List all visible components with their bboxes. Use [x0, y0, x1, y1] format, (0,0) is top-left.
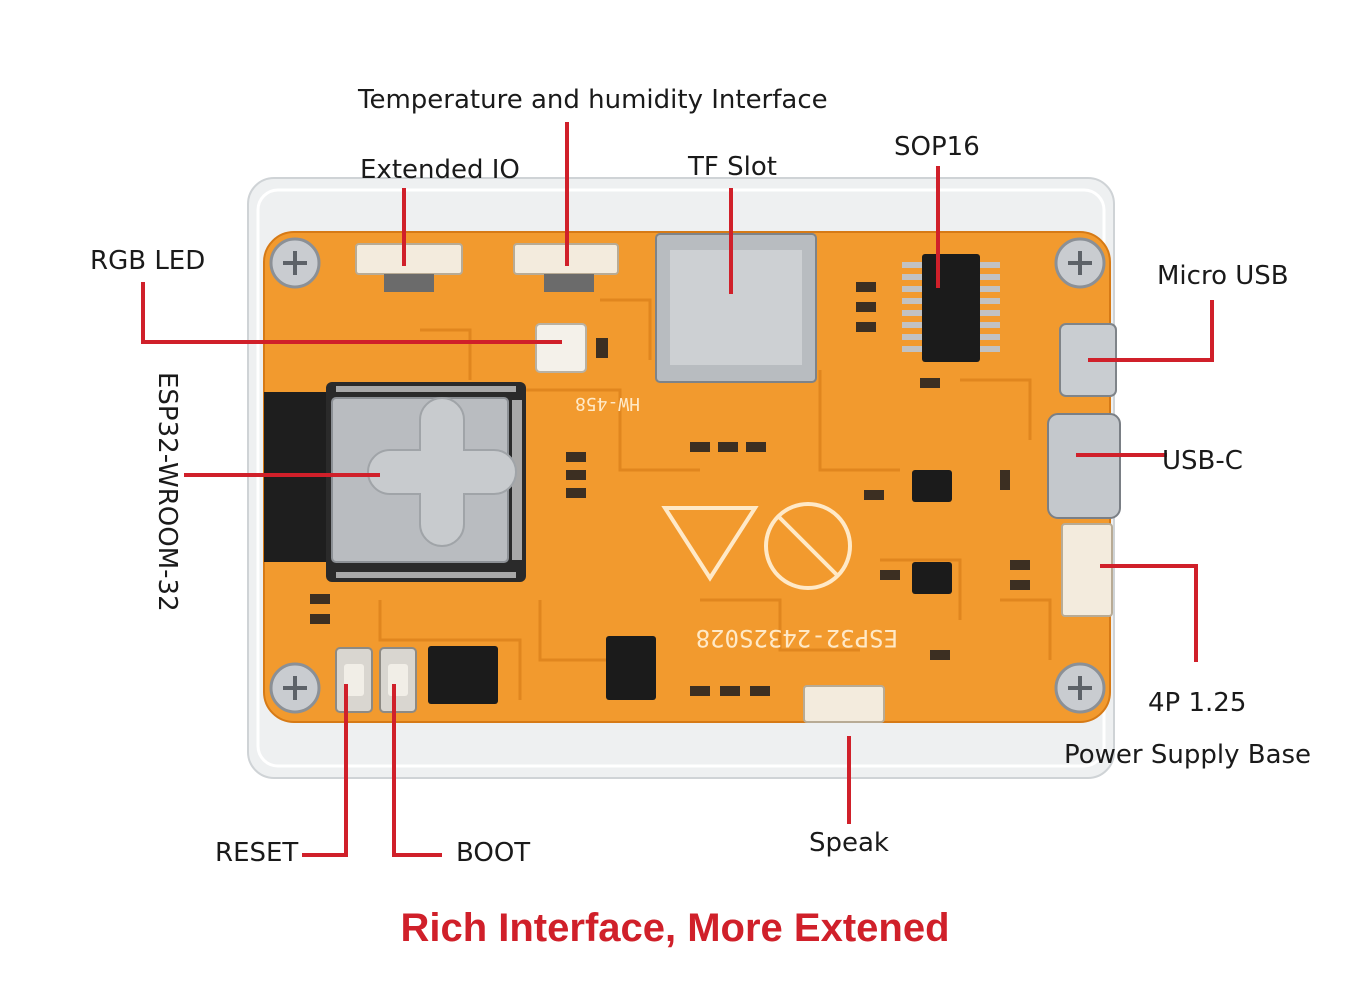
leader-reset [302, 684, 348, 857]
label-boot: BOOT [456, 838, 531, 868]
label-rgb-led: RGB LED [90, 246, 206, 276]
label-tf-slot: TF Slot [688, 152, 777, 182]
label-usb-c: USB-C [1162, 446, 1243, 476]
boot-button-component [379, 647, 417, 713]
chip-bottom-left [428, 646, 498, 704]
label-temp-humidity: Temperature and humidity Interface [358, 85, 828, 115]
label-speak: Speak [809, 828, 889, 858]
leader-boot [392, 684, 442, 857]
screw-top-left [269, 237, 321, 289]
footer-title: Rich Interface, More Extened [400, 906, 950, 950]
reset-button-component [335, 647, 373, 713]
leader-micro-usb [1088, 300, 1214, 362]
module-id-silkscreen: HW-458 [575, 393, 640, 414]
screw-bottom-right [1054, 662, 1106, 714]
leader-lines [141, 122, 1214, 857]
label-power-4p: 4P 1.25 [1148, 688, 1247, 718]
screw-top-right [1054, 237, 1106, 289]
passive-components [310, 282, 1030, 696]
pb-free-logo [764, 502, 852, 590]
label-power-base: Power Supply Base [1064, 740, 1312, 770]
chip-right-regulator [912, 470, 952, 502]
leader-power [1100, 564, 1198, 662]
chip-right-regulator-2 [912, 562, 952, 594]
screw-bottom-left [269, 662, 321, 714]
usb-c-port [1047, 413, 1121, 519]
speaker-connector [803, 685, 885, 723]
esp32-module-logo [367, 397, 517, 547]
recycle-logo [661, 506, 759, 582]
label-esp32: ESP32-WROOM-32 [152, 372, 182, 612]
label-extended-io: Extended IO [360, 155, 520, 185]
esp32-module-pins [336, 386, 522, 578]
rgb-led-component [535, 323, 587, 373]
label-reset: RESET [215, 838, 299, 868]
tf-slot-component [655, 233, 817, 383]
label-micro-usb: Micro USB [1157, 261, 1289, 291]
label-sop16: SOP16 [894, 132, 980, 162]
leader-rgb-led [141, 282, 562, 344]
board-model-silkscreen: ESP32-2432S028 [696, 624, 898, 652]
pcb-traces [378, 298, 1052, 700]
chip-bottom-center [606, 636, 656, 700]
temp-humidity-connector [513, 243, 619, 292]
power-supply-connector [1061, 523, 1113, 617]
extended-io-connector [355, 243, 463, 292]
